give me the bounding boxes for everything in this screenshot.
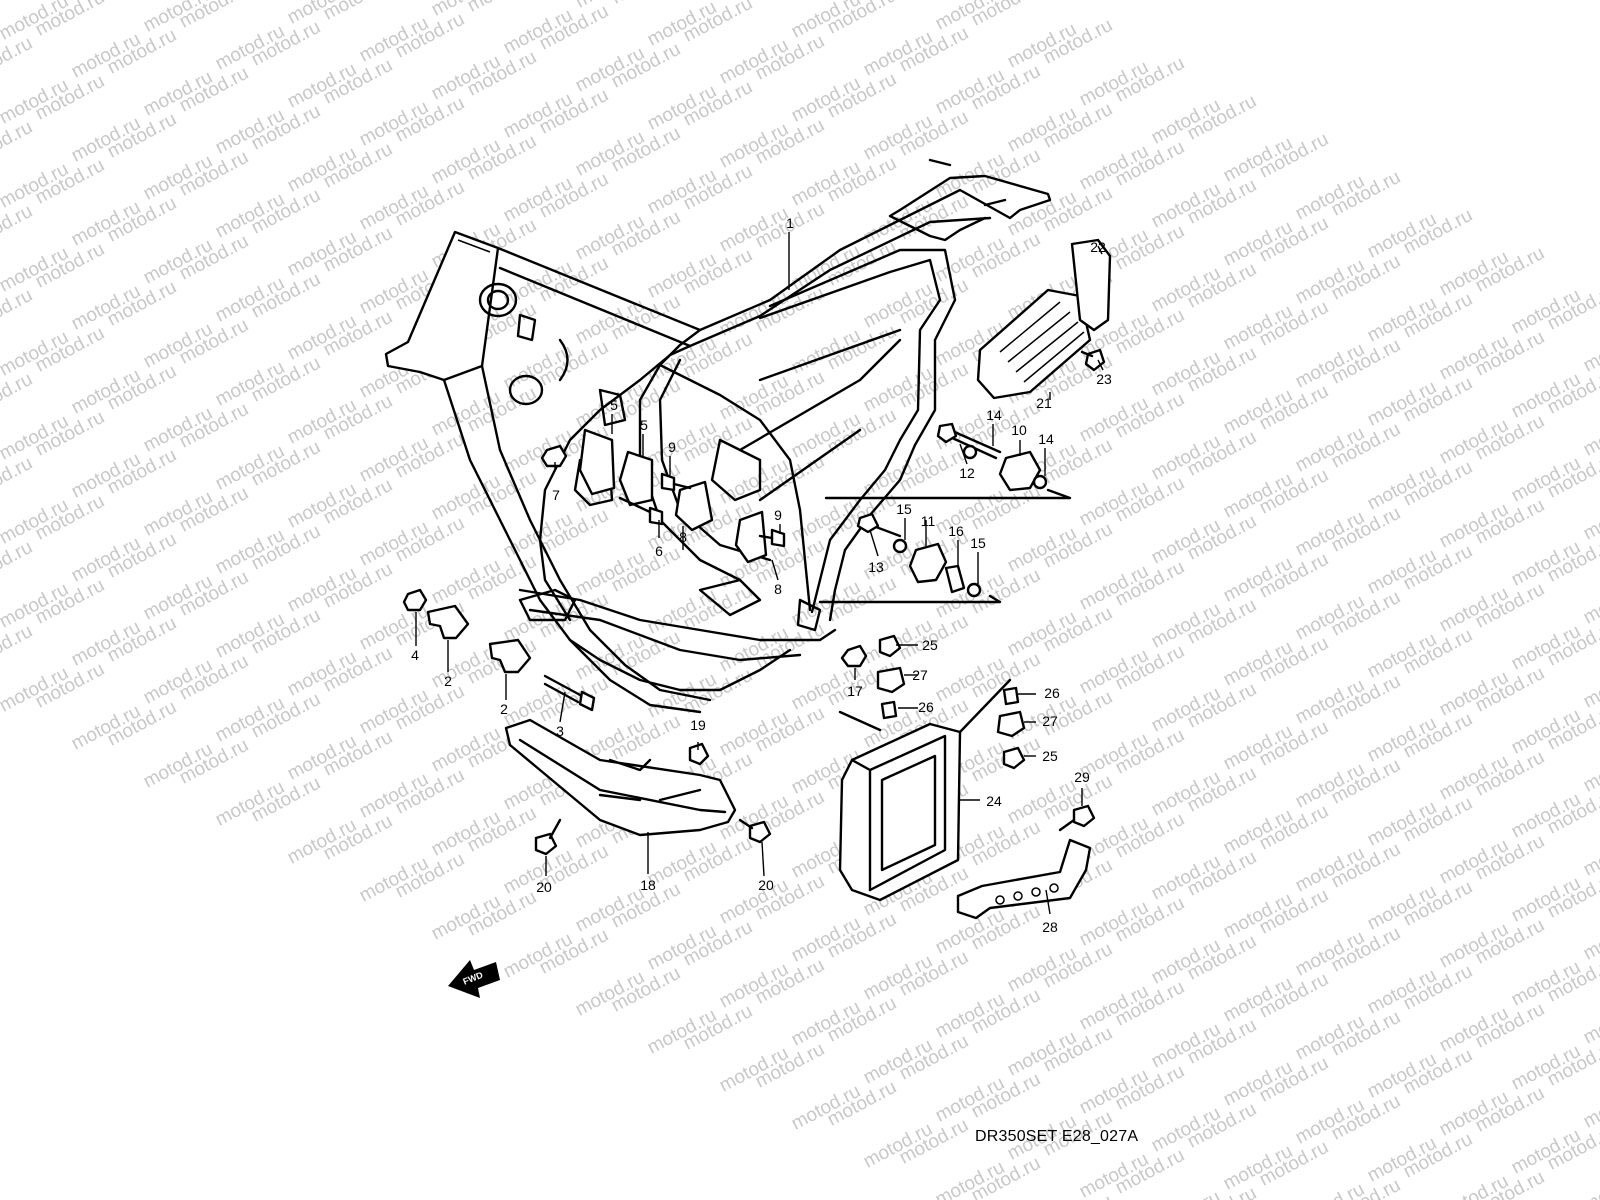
callout-5: 5 [640, 417, 648, 433]
washer-15-a [892, 538, 908, 554]
callout-23: 23 [1096, 371, 1112, 387]
callout-4: 4 [411, 647, 419, 663]
callout-18: 18 [640, 877, 656, 893]
callout-25: 25 [1042, 748, 1058, 764]
nut-7 [540, 444, 568, 468]
frame-main [384, 158, 1052, 714]
callout-13: 13 [868, 559, 884, 575]
callout-labels: 1 2 2 3 4 5 5 6 7 8 8 9 9 10 11 12 13 14… [411, 215, 1112, 935]
radiator-guard [838, 634, 1026, 902]
callout-10: 10 [1011, 422, 1027, 438]
rear-mount-hardware [818, 422, 1072, 604]
bracket-2-lower [488, 638, 532, 674]
callout-28: 28 [1042, 919, 1058, 935]
callout-25: 25 [922, 637, 938, 653]
nut-4 [402, 588, 428, 612]
collar-26-b [1002, 686, 1020, 706]
grommet-27-b [996, 710, 1026, 738]
callout-26: 26 [918, 699, 934, 715]
callout-27: 27 [912, 667, 928, 683]
callout-15: 15 [970, 535, 986, 551]
bolt-29 [1072, 804, 1096, 828]
callout-26: 26 [1044, 685, 1060, 701]
callout-5: 5 [610, 397, 618, 413]
callout-19: 19 [690, 717, 706, 733]
callout-17: 17 [847, 683, 863, 699]
cap-19 [688, 742, 710, 766]
washer-15-b [966, 582, 982, 598]
bracket-5-left [578, 428, 616, 496]
lower-brackets [402, 588, 596, 712]
tool-box [976, 238, 1112, 400]
bolt-9-upper [660, 472, 692, 492]
bolt-25-a [878, 634, 902, 658]
skid-plate [504, 718, 772, 856]
callout-22: 22 [1090, 239, 1106, 255]
callout-1: 1 [786, 215, 794, 231]
callout-16: 16 [948, 523, 964, 539]
collar-26-a [880, 700, 898, 720]
callout-2: 2 [444, 673, 452, 689]
washer-14-b [1032, 474, 1048, 490]
bracket-2-upper [426, 604, 470, 640]
callout-7: 7 [552, 487, 560, 503]
washer-14-a [962, 444, 978, 460]
callout-15: 15 [896, 501, 912, 517]
bracket-5-right [618, 450, 654, 507]
bolt-20-left [534, 832, 558, 856]
bolt-20-right [748, 820, 772, 844]
bracket-8-right [734, 510, 768, 564]
callout-24: 24 [986, 793, 1002, 809]
callout-14: 14 [1038, 431, 1054, 447]
callout-27: 27 [1042, 713, 1058, 729]
bushing-10 [998, 450, 1042, 492]
cover-22 [1070, 238, 1112, 332]
grommet-27-a [876, 666, 906, 694]
callout-9: 9 [774, 507, 782, 523]
bushing-11 [908, 542, 948, 584]
bolt-12-head [936, 422, 958, 444]
callout-12: 12 [959, 465, 975, 481]
callout-8: 8 [774, 581, 782, 597]
callout-11: 11 [921, 513, 936, 529]
callout-14: 14 [986, 407, 1002, 423]
bolt-9-lower [758, 528, 786, 548]
callout-8: 8 [679, 529, 687, 545]
callout-6: 6 [655, 543, 663, 559]
bolt-13-head [856, 512, 880, 534]
nut-17 [840, 644, 868, 668]
bolt-25-b [1002, 746, 1026, 770]
bracket-28 [956, 804, 1096, 920]
bolt-3 [543, 674, 596, 712]
callout-2: 2 [500, 701, 508, 717]
tool-bag-21 [976, 288, 1092, 400]
callout-3: 3 [556, 723, 564, 739]
diagram-code: DR350SET E28_027A [975, 1128, 1139, 1145]
fwd-arrow-icon: FWD [448, 960, 500, 998]
callout-21: 21 [1036, 395, 1052, 411]
engine-mount-brackets [540, 428, 786, 564]
callout-20: 20 [536, 879, 552, 895]
callout-29: 29 [1074, 769, 1090, 785]
callout-9: 9 [668, 439, 676, 455]
bracket-8-left [674, 480, 714, 532]
callout-20: 20 [758, 877, 774, 893]
leader-lines [415, 232, 1104, 915]
collar-16 [944, 564, 966, 594]
